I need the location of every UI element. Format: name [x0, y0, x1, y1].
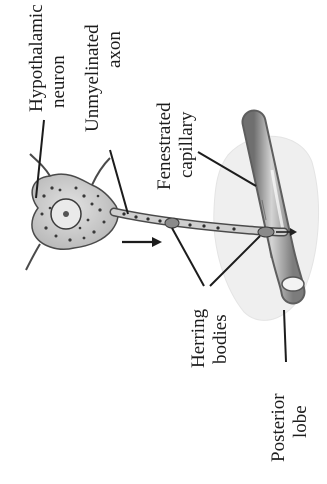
label-fenestrated-capillary: Fenestrated capillary: [154, 102, 197, 190]
herring-body-1: [165, 218, 179, 228]
label-posterior-lobe: Posterior lobe: [268, 393, 311, 462]
label-hypothalamic-neuron-line2: neuron: [48, 55, 69, 108]
hypothalamic-neuron-body: [26, 154, 118, 270]
label-posterior-lobe-line1: Posterior: [268, 393, 289, 462]
label-unmyelinated-axon: Unmyelinated axon: [82, 24, 125, 132]
herring-body-2: [258, 227, 274, 237]
label-hypothalamic-neuron: Hypothalamic neuron: [26, 4, 69, 112]
label-herring-bodies-line1: Herring: [188, 308, 209, 368]
label-hypothalamic-neuron-line1: Hypothalamic: [26, 4, 47, 112]
label-posterior-lobe-line2: lobe: [290, 405, 311, 438]
label-unmyelinated-axon-line2: axon: [104, 31, 125, 68]
label-herring-bodies: Herring bodies: [188, 308, 231, 368]
leader-posterior-lobe: [284, 310, 286, 362]
label-fenestrated-capillary-line1: Fenestrated: [154, 102, 175, 190]
flow-arrow: [122, 237, 162, 247]
label-fenestrated-capillary-line2: capillary: [176, 111, 197, 178]
label-unmyelinated-axon-line1: Unmyelinated: [82, 24, 103, 132]
leader-herring-bodies-a: [172, 228, 204, 286]
label-herring-bodies-line2: bodies: [210, 314, 231, 364]
